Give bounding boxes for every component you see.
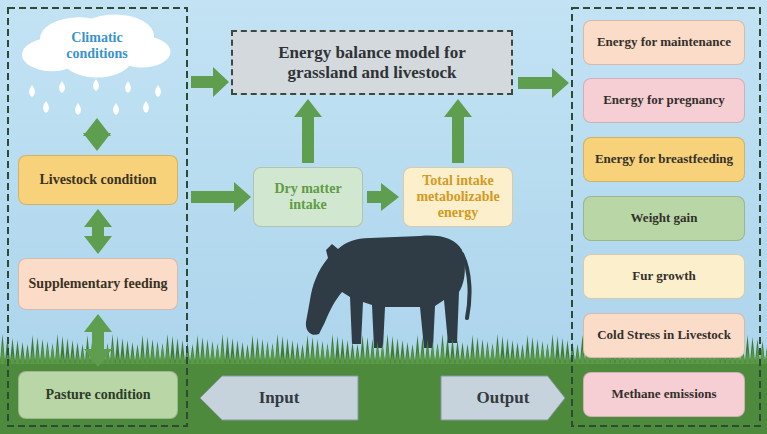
node-label: Supplementary feeding (29, 276, 168, 292)
process-box: Cold Stress in Livestock (583, 313, 745, 358)
flow-arrow (302, 115, 314, 163)
rain-drop (93, 79, 99, 91)
process-box: Energy for breastfeeding (583, 137, 745, 182)
block-arrow (191, 182, 251, 212)
rain-drop (59, 81, 65, 93)
process-box: Methane emissions (583, 372, 745, 417)
process-box: Weight gain (583, 196, 745, 241)
arrow-outline (200, 376, 358, 420)
block-arrow (191, 67, 229, 97)
node-label: Fur growth (632, 269, 695, 284)
flow-arrow (367, 191, 383, 203)
block-arrow (518, 68, 569, 98)
flow-arrow (452, 115, 464, 163)
rain-drop (125, 81, 131, 93)
process-box: Energy balance model for grassland and l… (231, 30, 513, 95)
process-box: Energy for pregnancy (583, 78, 745, 123)
arrow-label-box: Output (441, 376, 565, 420)
flow-arrow (91, 134, 103, 135)
rain-drop (113, 103, 119, 115)
node-label: Energy for pregnancy (603, 93, 725, 108)
node-label: Dry matter intake (262, 181, 354, 213)
process-box: Dry matter intake (253, 167, 363, 227)
node-label: Energy for breastfeeding (595, 152, 733, 167)
node-label: Climatic conditions (52, 30, 142, 62)
process-box: Total intake metabolizable energy (403, 167, 513, 227)
rain-drop (75, 103, 81, 115)
node-label: Methane emissions (611, 387, 716, 402)
rain-drop (143, 101, 149, 113)
rain-drop (43, 101, 49, 113)
cow-tail (462, 254, 470, 318)
process-box: Energy for maintenance (583, 20, 745, 65)
node-label: Weight gain (631, 211, 698, 226)
flow-arrow (92, 225, 104, 238)
ground-band (0, 362, 767, 434)
node-label: Energy for maintenance (597, 35, 731, 50)
rain-drop (29, 85, 35, 97)
arrow-outline (441, 376, 565, 420)
rain-drop (155, 85, 161, 97)
node-label: Livestock condition (39, 172, 156, 188)
process-box: Supplementary feeding (18, 258, 178, 310)
flow-arrow (92, 330, 104, 351)
node-label: Pasture condition (45, 387, 150, 403)
input-group-frame (8, 8, 187, 426)
node-label: Input (259, 388, 300, 408)
arrow-label-box: Input (200, 376, 358, 420)
cloud-node: Climatic conditions (22, 10, 172, 82)
process-box: Fur growth (583, 254, 745, 299)
cow-silhouette (306, 236, 465, 348)
process-box: Pasture condition (18, 371, 178, 419)
rain-drops (29, 79, 161, 115)
node-label: Total intake metabolizable energy (412, 173, 504, 221)
node-label: Cold Stress in Livestock (597, 328, 731, 343)
process-box: Livestock condition (18, 155, 178, 205)
node-label: Energy balance model for grassland and l… (253, 43, 491, 82)
node-label: Output (477, 388, 530, 408)
output-group-frame (572, 8, 760, 426)
